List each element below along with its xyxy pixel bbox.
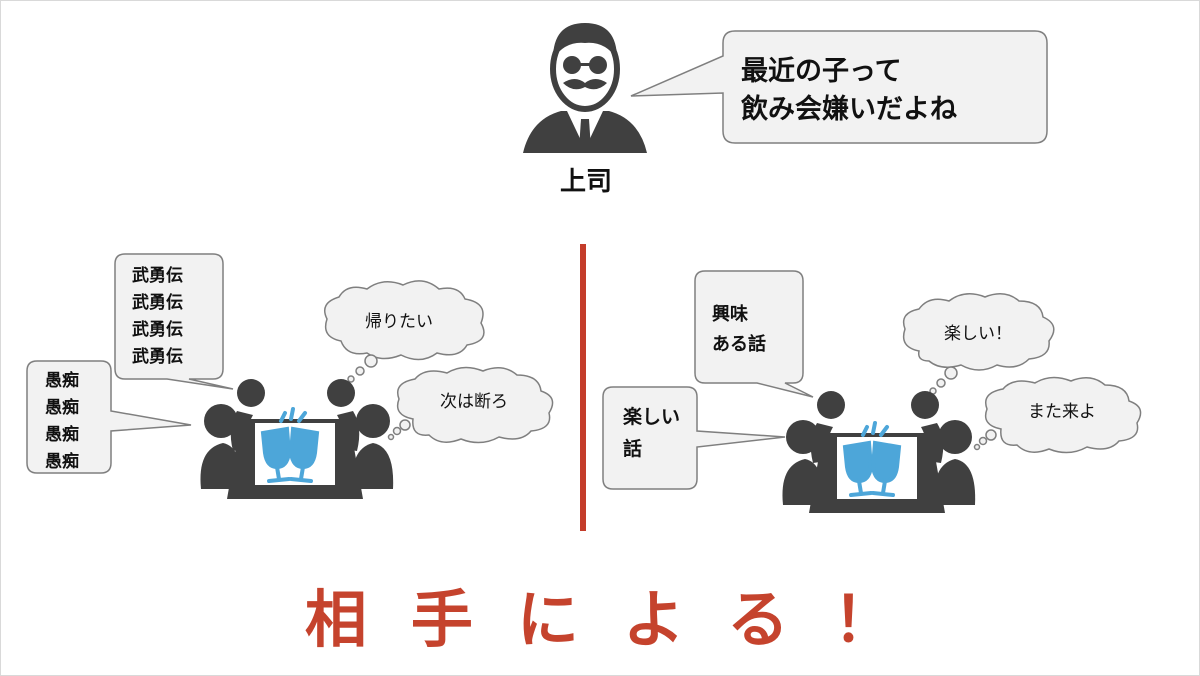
speech-line: 愚痴 xyxy=(45,449,79,476)
right-thought-text-1: 楽しい！ xyxy=(923,319,1033,344)
speech-line: 愚痴 xyxy=(45,368,79,395)
divider-line xyxy=(580,244,586,531)
right-thought-text-2: また来よ xyxy=(997,397,1127,422)
left-thought-text-1: 帰りたい xyxy=(339,307,459,332)
speech-line: 武勇伝 xyxy=(132,290,183,317)
boss-speech-text: 最近の子って 飲み会嫌いだよね xyxy=(741,53,957,129)
speech-line: 武勇伝 xyxy=(132,317,183,344)
speech-line: 楽しい xyxy=(623,401,680,433)
right-table-scene xyxy=(782,391,975,513)
conclusion-text: 相手による！ xyxy=(1,569,1199,659)
speech-line: 武勇伝 xyxy=(132,344,183,371)
boss-label: 上司 xyxy=(546,161,626,198)
speech-line: ある話 xyxy=(712,330,766,360)
speech-line: 愚痴 xyxy=(45,395,79,422)
boss-icon xyxy=(523,23,647,153)
left-table-scene xyxy=(200,379,393,499)
speech-line: 武勇伝 xyxy=(132,263,183,290)
speech-line: 愚痴 xyxy=(45,422,79,449)
right-speech-top-text: 興味 ある話 xyxy=(712,300,766,360)
right-speech-left-text: 楽しい 話 xyxy=(623,401,680,465)
speech-line: 話 xyxy=(623,433,680,465)
left-speech-left-text: 愚痴 愚痴 愚痴 愚痴 xyxy=(45,368,79,476)
boss-speech-line: 飲み会嫌いだよね xyxy=(741,91,957,129)
left-speech-top-text: 武勇伝 武勇伝 武勇伝 武勇伝 xyxy=(132,263,183,371)
left-thought-text-2: 次は断ろ xyxy=(409,387,539,412)
boss-speech-line: 最近の子って xyxy=(741,53,957,91)
speech-line: 興味 xyxy=(712,300,766,330)
